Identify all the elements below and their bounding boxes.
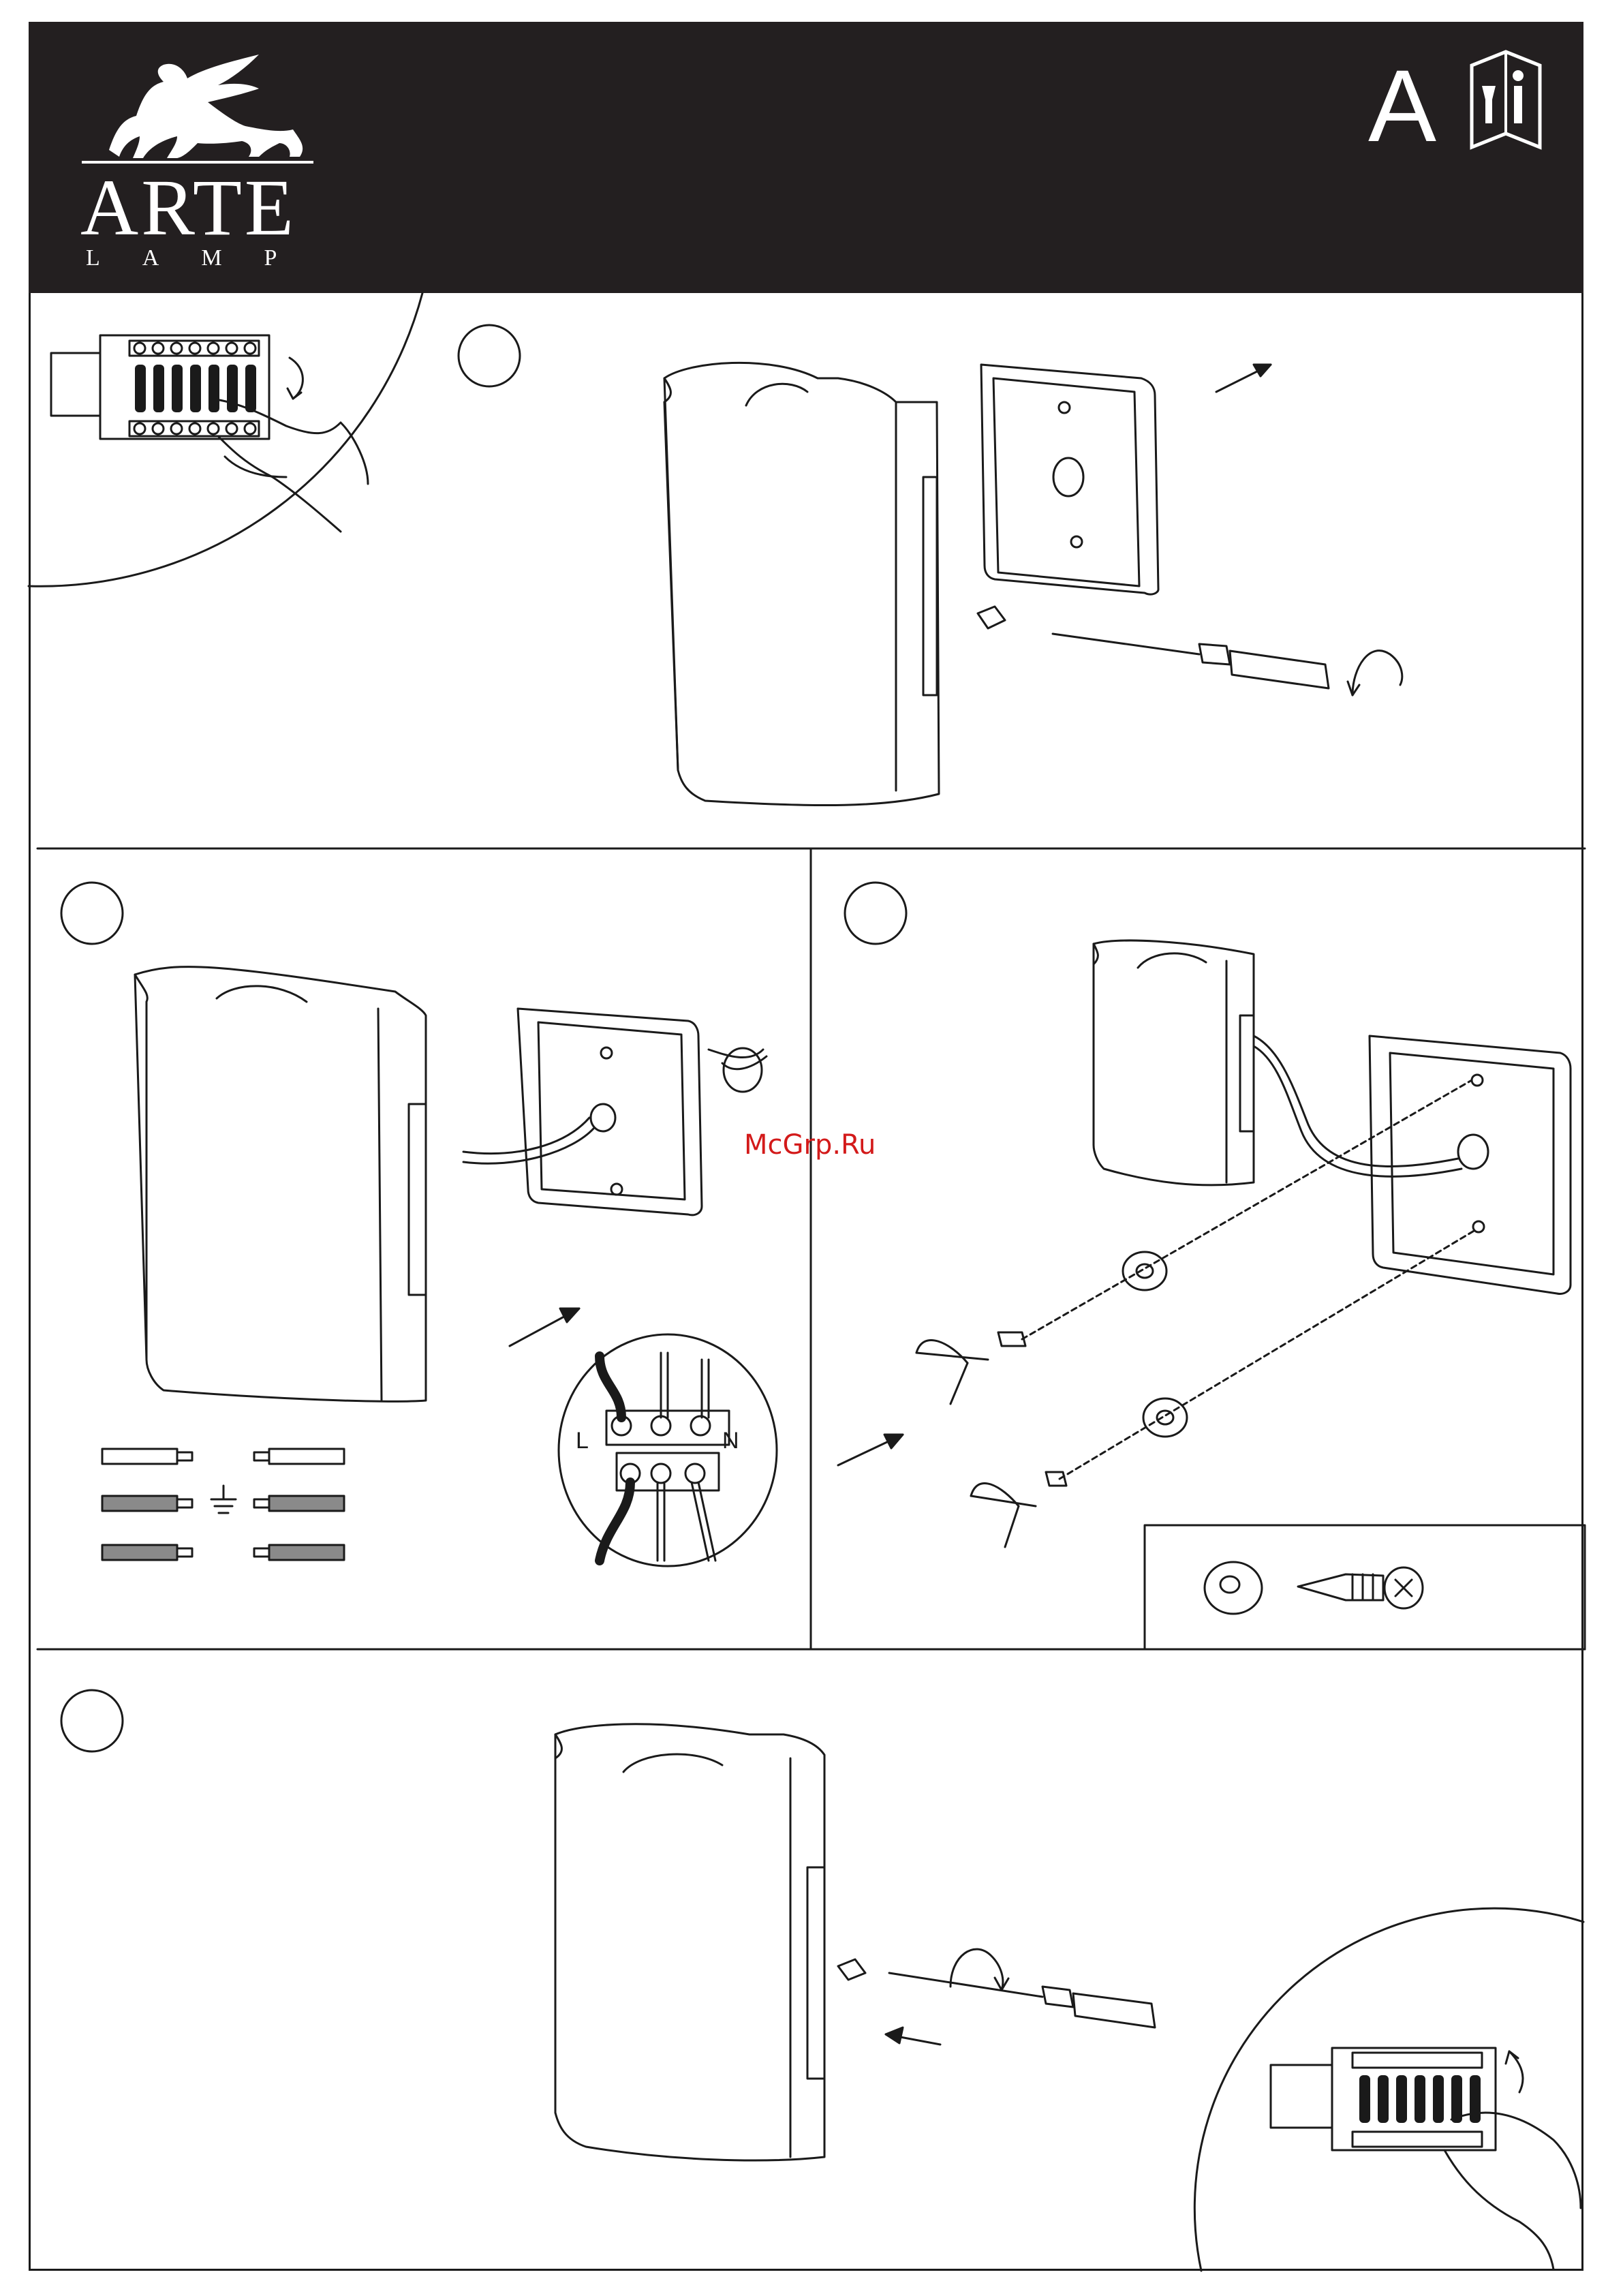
watermark-text: McGrp.Ru [744, 1131, 876, 1159]
wire-label-n: N [722, 1428, 739, 1454]
wire-label-l: L [576, 1428, 589, 1454]
